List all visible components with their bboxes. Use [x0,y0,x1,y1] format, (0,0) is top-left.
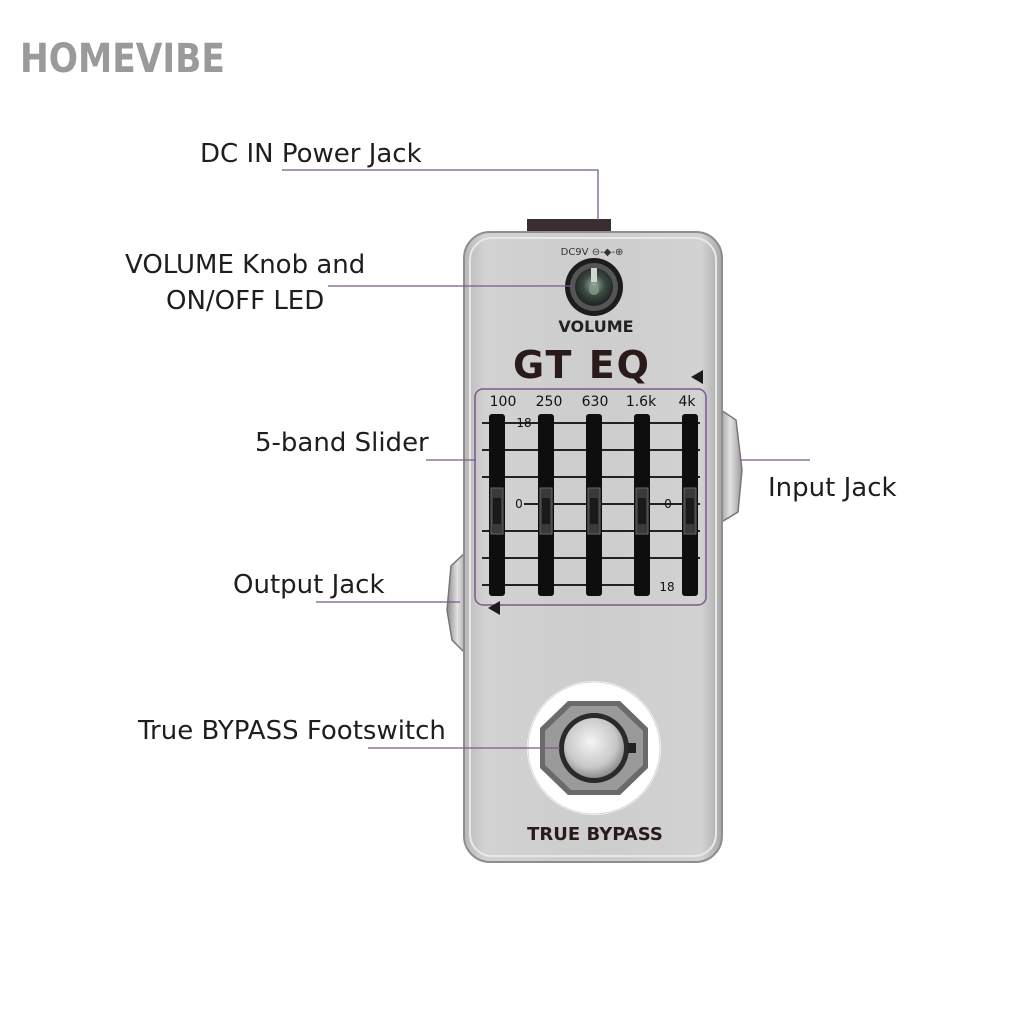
bypass-footswitch[interactable] [527,681,661,815]
band-label-100: 100 [490,394,517,410]
slider-630[interactable] [586,414,602,596]
bypass-label: TRUE BYPASS [527,824,663,845]
volume-label: VOLUME [558,317,633,336]
eq-slider-panel [474,388,707,606]
scale-mid-label: 0 [515,497,523,511]
scale-right-mid-label: 0 [664,497,672,511]
band-label-630: 630 [582,394,609,410]
input-arrow-icon [691,370,703,384]
slider-4k[interactable] [682,414,698,596]
label-output-jack: Output Jack [233,570,385,600]
label-volume-line1: VOLUME Knob and [125,250,366,280]
brand-watermark: HOMEVIBE [20,36,225,82]
leader-dc-in [282,169,599,220]
label-slider: 5-band Slider [255,428,429,458]
band-label-1.6k: 1.6k [626,394,657,410]
label-volume-line2: ON/OFF LED [166,286,325,316]
label-input-jack: Input Jack [768,473,897,503]
output-arrow-icon [488,601,500,615]
scale-top-label: 18 [516,416,531,430]
on-off-led [589,285,599,295]
slider-250[interactable] [538,414,554,596]
label-dc-in: DC IN Power Jack [200,139,422,169]
slider-100[interactable] [489,414,505,596]
model-name: GT EQ [513,343,651,387]
power-rating: DC9V ⊖-◆-⊕ [561,247,624,258]
slider-1.6k[interactable] [634,414,650,596]
band-label-4k: 4k [678,394,696,410]
band-label-250: 250 [536,394,563,410]
scale-bottom-label: 18 [659,580,674,594]
label-footswitch: True BYPASS Footswitch [138,716,446,746]
